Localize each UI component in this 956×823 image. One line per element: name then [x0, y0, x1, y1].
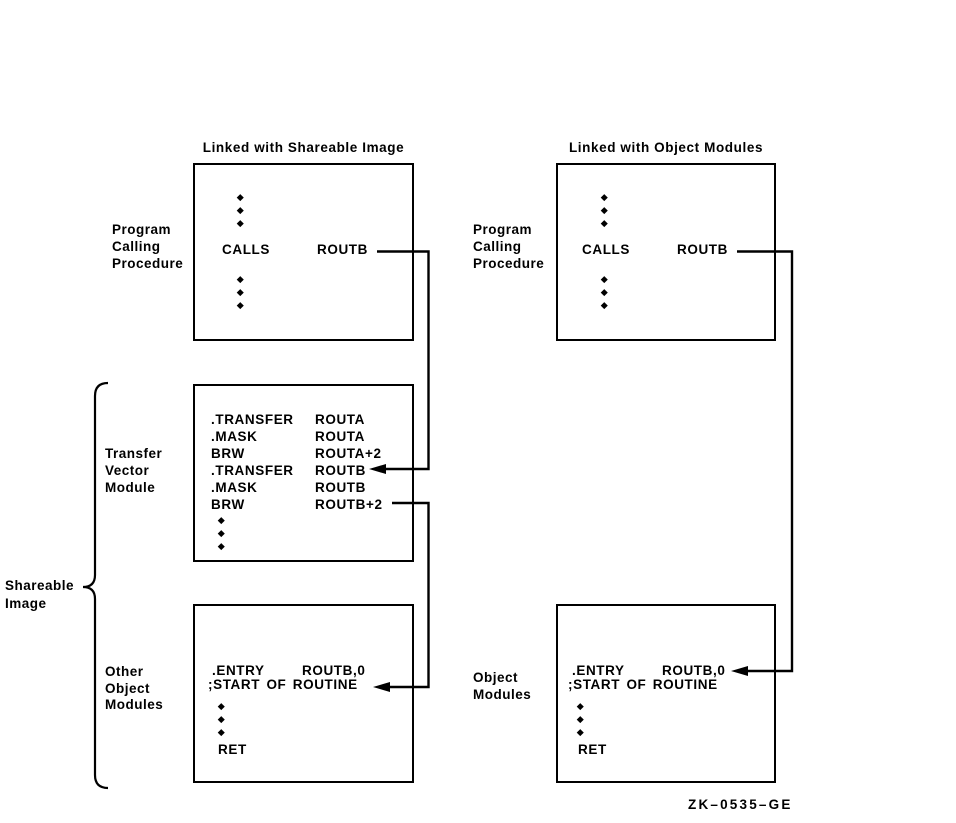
right-calls-op: CALLS	[582, 242, 630, 257]
code-op: .TRANSFER	[211, 412, 294, 427]
label-line: Program	[112, 222, 172, 237]
right-column-title: Linked with Object Modules	[568, 140, 764, 155]
object-modules-label: Object Modules	[473, 669, 531, 703]
code-operand: ROUTA	[315, 429, 365, 444]
transfer-vector-code: .TRANSFER ROUTA .MASK ROUTA BRW ROUTA+2 .TR…	[211, 411, 383, 513]
right-start-comment: ;START OF ROUTINE	[568, 677, 718, 692]
label-line: Shareable	[5, 578, 75, 593]
label-line: Calling	[473, 239, 522, 254]
code-op: BRW	[211, 497, 245, 512]
ellipsis-dots	[237, 276, 244, 316]
ellipsis-dots	[601, 194, 608, 234]
right-entry-op: .ENTRY	[572, 663, 625, 678]
figure-number: ZK–0535–GE	[688, 797, 793, 812]
ellipsis-dots	[577, 703, 584, 743]
label-line: Object	[473, 670, 519, 685]
ellipsis-dots	[237, 194, 244, 234]
label-line: Module	[105, 480, 156, 495]
transfer-vector-label: Transfer Vector Module	[105, 445, 162, 496]
label-line: Object	[105, 680, 151, 696]
label-line: Vector	[105, 463, 150, 478]
label-line: Modules	[473, 687, 532, 702]
left-program-label: Program Calling Procedure	[112, 221, 183, 272]
left-start-comment: ;START OF ROUTINE	[208, 677, 358, 692]
left-calls-operand: ROUTB	[317, 242, 368, 257]
code-op: .MASK	[211, 429, 258, 444]
code-operand: ROUTA+2	[315, 446, 382, 461]
code-operand: ROUTA	[315, 412, 365, 427]
left-ret-op: RET	[218, 742, 247, 757]
ellipsis-dots	[218, 703, 225, 743]
label-line: Image	[5, 596, 47, 611]
label-line: Procedure	[473, 256, 545, 271]
code-row: .MASK ROUTA	[211, 428, 383, 445]
code-operand: ROUTB	[315, 480, 366, 495]
right-ret-op: RET	[578, 742, 607, 757]
ellipsis-dots	[601, 276, 608, 316]
shareable-image-brace	[82, 381, 109, 790]
left-entry-operand: ROUTB,0	[302, 663, 366, 678]
code-operand: ROUTB	[315, 463, 366, 478]
right-program-label: Program Calling Procedure	[473, 221, 544, 272]
label-line: Transfer	[105, 446, 163, 461]
code-op: .TRANSFER	[211, 463, 294, 478]
label-line: Procedure	[112, 256, 184, 271]
code-row: .TRANSFER ROUTA	[211, 411, 383, 428]
code-op: BRW	[211, 446, 245, 461]
left-calls-op: CALLS	[222, 242, 270, 257]
left-column-title: Linked with Shareable Image	[202, 140, 405, 155]
code-row: BRW ROUTA+2	[211, 445, 383, 462]
label-line: Calling	[112, 239, 161, 254]
code-row: .TRANSFER ROUTB	[211, 462, 383, 479]
code-row: BRW ROUTB+2	[211, 496, 383, 513]
other-modules-label: Other Object Modules	[105, 664, 163, 714]
right-calls-operand: ROUTB	[677, 242, 728, 257]
code-operand: ROUTB+2	[315, 497, 383, 512]
ellipsis-dots	[218, 517, 225, 557]
label-line: Other	[105, 664, 144, 679]
label-line: Modules	[105, 697, 164, 712]
code-row: .MASK ROUTB	[211, 479, 383, 496]
left-other-modules-box	[193, 604, 414, 783]
shareable-image-label: Shareable Image	[5, 577, 74, 613]
left-entry-op: .ENTRY	[212, 663, 265, 678]
right-entry-operand: ROUTB,0	[662, 663, 726, 678]
code-op: .MASK	[211, 480, 258, 495]
label-line: Program	[473, 222, 533, 237]
